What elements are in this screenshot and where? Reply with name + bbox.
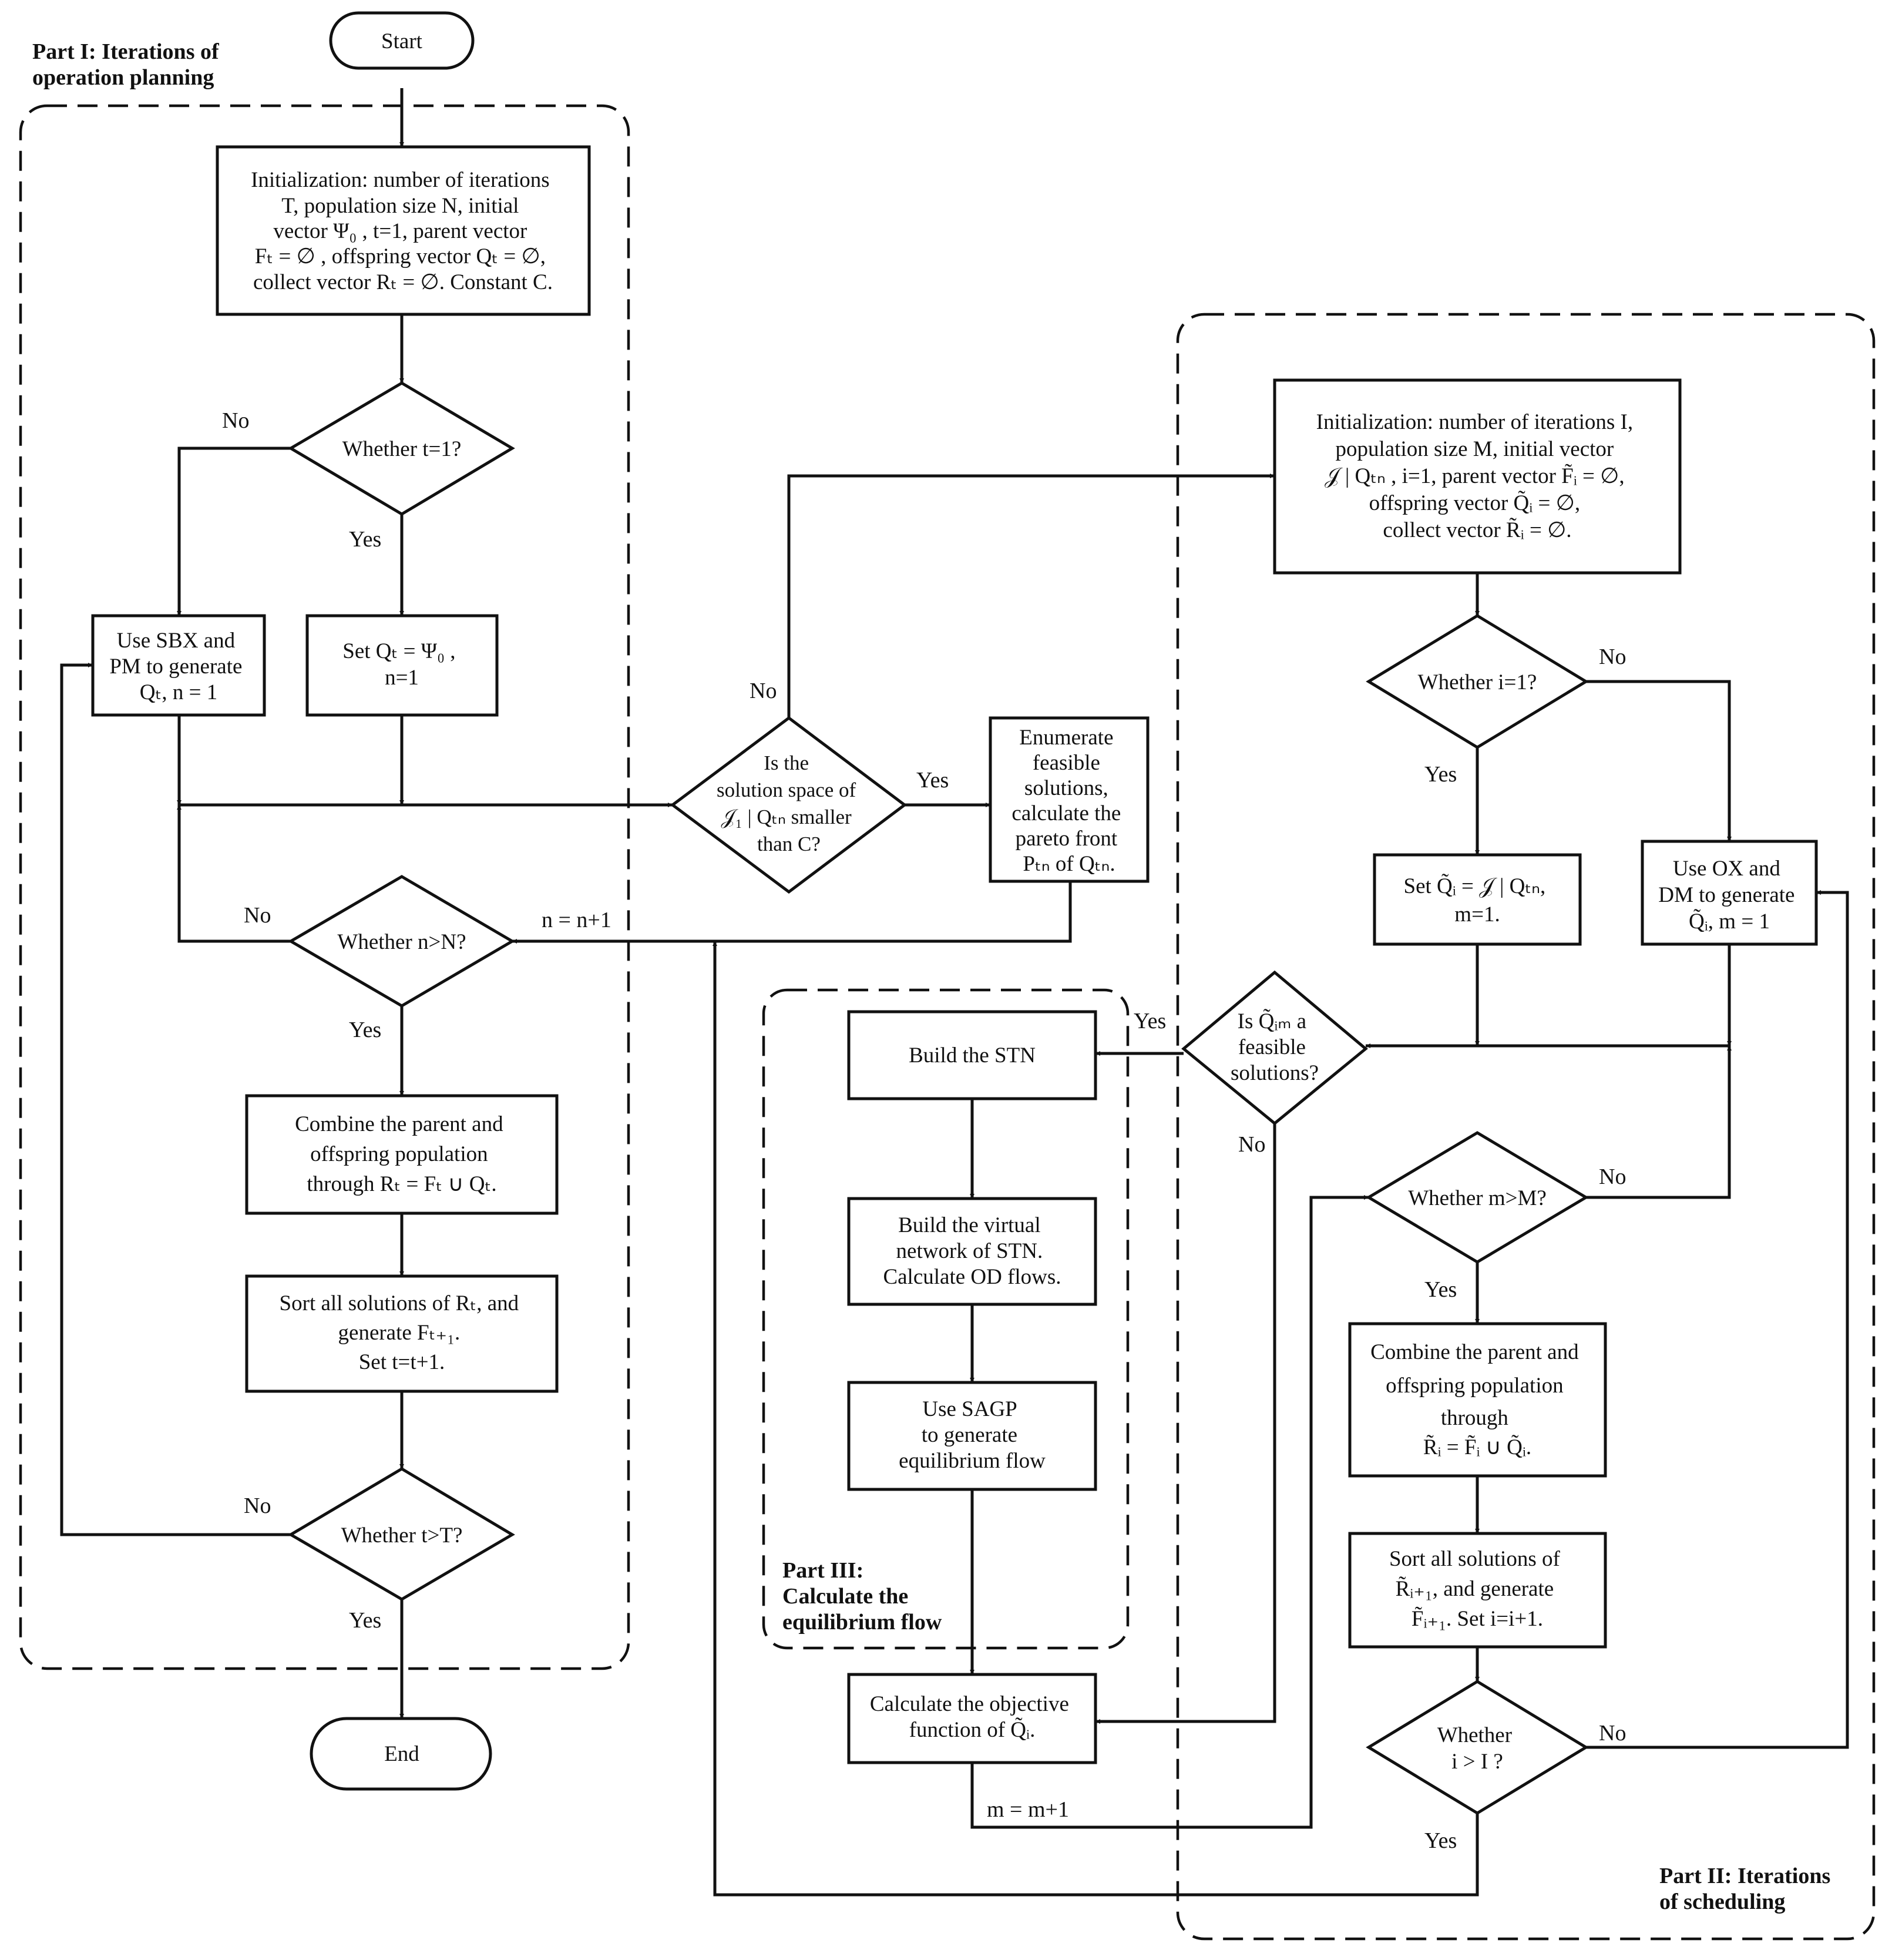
label-yes-space: Yes — [916, 768, 949, 793]
edge-dtT-sbx — [60, 663, 291, 1536]
start-terminal — [329, 11, 475, 70]
end-label: End — [384, 1742, 419, 1766]
label-no-space: No — [750, 679, 777, 703]
p1-combine-text: Combine the parent and offspring populat… — [295, 1112, 509, 1196]
p1-decision-t1 — [288, 381, 515, 516]
p2-decision-mM — [1366, 1131, 1589, 1264]
label-no-feasible: No — [1238, 1132, 1265, 1157]
p2-decision-i1-label: Whether i=1? — [1418, 670, 1537, 694]
p2-combine-text: Combine the parent and offspring populat… — [1370, 1340, 1584, 1459]
p2-setq-box — [1373, 853, 1582, 946]
p1-decision-t1-label: Whether t=1? — [342, 437, 462, 461]
edge-dmM-merge2 — [1586, 1046, 1732, 1199]
label-yes-tT: Yes — [349, 1608, 381, 1633]
p3-sagp-box — [847, 1381, 1097, 1491]
p1-sbx-text: Use SBX and PM to generate Qₜ, n = 1 — [109, 629, 247, 704]
p3-virtual-text: Build the virtual network of STN. Calcul… — [883, 1213, 1061, 1289]
p2-decision-iI — [1366, 1680, 1589, 1815]
edge-dfeas-obj — [1095, 1123, 1276, 1724]
start-label: Start — [381, 29, 423, 53]
edge-labels: No Yes No Yes No Yes No Yes n = n+1 No Y… — [222, 408, 1626, 1853]
label-no-nN: No — [244, 903, 271, 928]
p3-virtual-box — [847, 1197, 1097, 1306]
label-n-increment: n = n+1 — [542, 908, 611, 932]
p1-decision-space-label: Is the solution space of 𝒥₁ | Qₜₙ smalle… — [717, 751, 861, 855]
p2-combine-box — [1348, 1322, 1607, 1478]
p2-decision-i1 — [1366, 614, 1589, 749]
p1-init-text: Initialization: number of iterations T, … — [251, 168, 555, 294]
label-yes-iI: Yes — [1424, 1828, 1457, 1853]
part3-group — [762, 988, 1130, 1650]
part1-group — [19, 104, 630, 1670]
p1-decision-nN-label: Whether n>N? — [337, 930, 466, 954]
edge-obj-dmM — [970, 1195, 1369, 1829]
edge-diI-back — [713, 941, 1479, 1897]
label-yes-i1: Yes — [1424, 762, 1457, 787]
p1-sort-text: Sort all solutions of Rₜ, and generate F… — [280, 1291, 525, 1374]
label-no-tT: No — [244, 1494, 271, 1518]
label-yes-nN: Yes — [349, 1018, 381, 1042]
p2-decision-feasible — [1181, 970, 1368, 1126]
p2-setq-text: Set Q̃ᵢ = 𝒥 | Qₜₙ, m=1. — [1404, 874, 1551, 927]
p1-decision-space — [670, 716, 908, 894]
p2-ox-box — [1641, 840, 1818, 946]
label-m-increment: m = m+1 — [987, 1797, 1069, 1822]
edge-dt1-sbx — [177, 447, 291, 616]
label-no-mM: No — [1599, 1164, 1626, 1189]
p2-init-text: Initialization: number of iterations I, … — [1316, 410, 1639, 542]
p2-decision-feasible-label: Is Q̃ᵢₘ a feasible solutions? — [1231, 1009, 1319, 1085]
edge-diI-ox — [1586, 890, 1849, 1749]
p1-enumerate-text: Enumerate feasible solutions, calculate … — [1011, 726, 1126, 876]
p1-init-box — [216, 145, 591, 316]
p2-decision-mM-label: Whether m>M? — [1408, 1186, 1547, 1210]
edge-di1-ox — [1586, 680, 1732, 841]
p3-sagp-text: Use SAGP to generate equilibrium flow — [899, 1397, 1046, 1473]
label-yes-feasible: Yes — [1134, 1009, 1166, 1033]
label-yes-t1: Yes — [349, 527, 381, 552]
connectors — [60, 88, 1849, 1897]
p2-init-box — [1273, 378, 1682, 575]
p3-objective-text: Calculate the objective function of Q̃ᵢ. — [870, 1692, 1074, 1742]
part2-group — [1176, 313, 1876, 1941]
p3-stn-text: Build the STN — [909, 1043, 1036, 1068]
p2-ox-text: Use OX and DM to generate Q̃ᵢ, m = 1 — [1658, 857, 1800, 934]
p2-sort-text: Sort all solutions of R̃ᵢ₊₁, and generat… — [1389, 1547, 1565, 1631]
p2-decision-iI-label: Whether i > I ? — [1437, 1723, 1518, 1774]
end-terminal — [310, 1717, 492, 1791]
label-no-i1: No — [1599, 645, 1626, 669]
p1-sort-box — [245, 1274, 559, 1393]
edge-dnN-merge — [177, 805, 291, 943]
p1-decision-tT-label: Whether t>T? — [341, 1523, 463, 1548]
p1-sbx-box — [91, 614, 266, 717]
p1-setq-box — [305, 614, 499, 717]
p1-combine-box — [245, 1094, 559, 1215]
p1-decision-tT — [288, 1467, 515, 1601]
edge-dspace-p2init — [787, 474, 1275, 718]
p1-enumerate-box — [989, 716, 1150, 883]
label-no-t1: No — [222, 408, 249, 433]
label-yes-mM: Yes — [1424, 1277, 1457, 1302]
edge-enum-dnN — [512, 881, 1072, 944]
p1-decision-nN — [288, 875, 515, 1008]
p2-sort-box — [1348, 1532, 1607, 1649]
p3-stn-box — [847, 1010, 1097, 1100]
p1-setq-text: Set Qₜ = Ψ₀ , n=1 — [342, 639, 461, 690]
label-no-iI: No — [1599, 1721, 1626, 1746]
p3-objective-box — [847, 1673, 1097, 1764]
